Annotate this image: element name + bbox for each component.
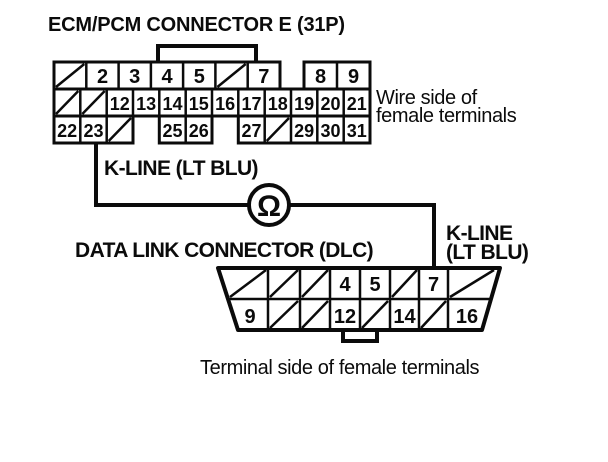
k-line-wire-dlc-segment — [289, 203, 436, 268]
ecm-pin-4: 4 — [161, 66, 173, 88]
dlc-pin-14: 14 — [393, 306, 416, 328]
dlc-pin-7: 7 — [428, 274, 439, 296]
ecm-pin-25: 25 — [162, 121, 182, 141]
k-line-label-right-line2: (LT BLU) — [446, 241, 528, 264]
ecm-pin-26: 26 — [189, 121, 209, 141]
ecm-pin-7: 7 — [258, 66, 269, 88]
ecm-pin-14: 14 — [162, 94, 182, 114]
ecm-pin-31: 31 — [347, 121, 367, 141]
ecm-pin-19: 19 — [294, 94, 314, 114]
ecm-connector: 2 3 4 5 7 8 9 12 13 14 15 16 17 18 19 20… — [52, 44, 372, 145]
ecm-pin-3: 3 — [129, 66, 140, 88]
ecm-no-terminal-diagonals — [55, 63, 290, 142]
ecm-row3-block-c — [236, 114, 372, 145]
ecm-pin-17: 17 — [241, 94, 261, 114]
ecm-pin-20: 20 — [320, 94, 340, 114]
dlc-pin-4: 4 — [339, 274, 351, 296]
dlc-pin-numbers: 4 5 7 9 12 14 16 — [244, 274, 478, 328]
wire-side-note-line2: female terminals — [376, 105, 517, 127]
dlc-pin-16: 16 — [456, 306, 478, 328]
ecm-pin-5: 5 — [194, 66, 205, 88]
ecm-pin-16: 16 — [215, 94, 235, 114]
wire-side-note-line1: Wire side of — [376, 87, 478, 109]
dlc-title: DATA LINK CONNECTOR (DLC) — [75, 239, 373, 262]
dlc-pin-5: 5 — [369, 274, 380, 296]
ecm-pin-29: 29 — [294, 121, 314, 141]
ecm-pin-8: 8 — [315, 66, 326, 88]
ecm-pin-15: 15 — [189, 94, 209, 114]
ohm-symbol: Ω — [257, 190, 281, 223]
k-line-label-top: K-LINE (LT BLU) — [104, 157, 258, 180]
ecm-pin-27: 27 — [241, 121, 261, 141]
dlc-connector: 4 5 7 9 12 14 16 — [216, 266, 502, 343]
ecm-pin-2: 2 — [97, 66, 108, 88]
k-line-wire — [94, 143, 436, 268]
ecm-pin-9: 9 — [348, 66, 359, 88]
ecm-pin-12: 12 — [110, 94, 130, 114]
ecm-pin-21: 21 — [347, 94, 367, 114]
dlc-cell-dividers — [228, 268, 491, 330]
dlc-pin-12: 12 — [334, 306, 356, 328]
ecm-title: ECM/PCM CONNECTOR E (31P) — [48, 14, 345, 36]
ohmmeter: Ω — [247, 183, 291, 227]
ecm-cell-dividers — [79, 62, 345, 143]
ohmmeter-circle — [247, 183, 291, 227]
k-line-wire-ecm-segment — [94, 143, 249, 207]
k-line-label-right-line1: K-LINE — [446, 222, 513, 245]
ecm-pin-30: 30 — [320, 121, 340, 141]
ecm-pin-23: 23 — [83, 121, 103, 141]
ecm-pin-18: 18 — [268, 94, 288, 114]
dlc-no-terminal-diagonals — [229, 268, 495, 329]
ecm-top-tab — [156, 44, 258, 63]
terminal-side-note: Terminal side of female terminals — [200, 357, 480, 379]
dlc-pin-9: 9 — [244, 306, 255, 328]
ecm-pin-13: 13 — [136, 94, 156, 114]
ecm-pin-22: 22 — [57, 121, 77, 141]
ecm-pin-numbers: 2 3 4 5 7 8 9 12 13 14 15 16 17 18 19 20… — [57, 66, 367, 141]
